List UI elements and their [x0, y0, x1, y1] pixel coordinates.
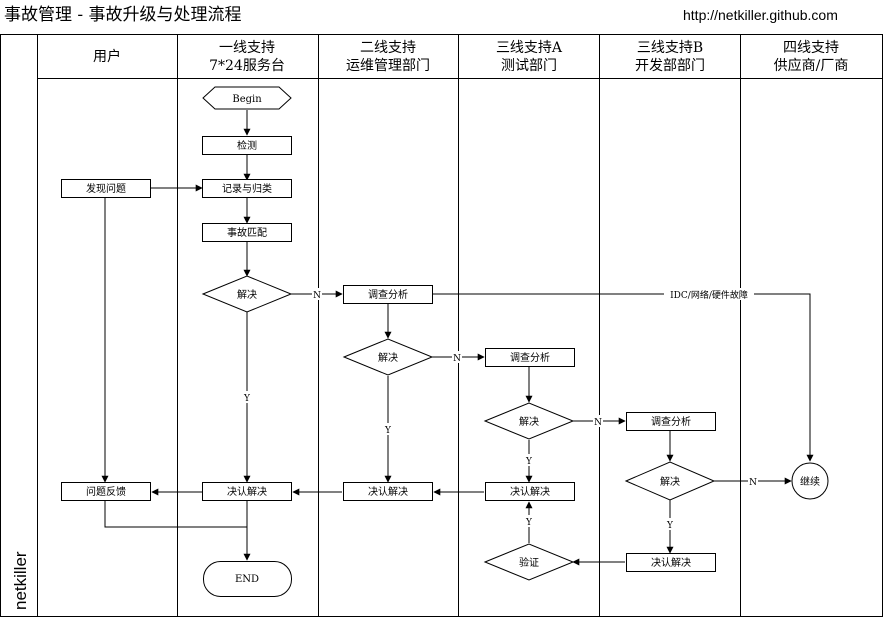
- edge-feedback-end: [104, 501, 247, 528]
- lane-headers: 用户 一线支持 7*24服务台 二线支持 运维管理部门 三线支持A 测试部门 三…: [93, 40, 848, 74]
- edge-labels: N N N N Y Y Y Y Y IDC/网络/硬件故障: [242, 288, 758, 531]
- lane-header-tier2: 二线支持: [360, 40, 416, 56]
- node-verify: 验证: [483, 543, 575, 581]
- lane-header-tier3a: 三线支持A: [496, 40, 563, 56]
- node-report: 发现问题: [61, 179, 151, 198]
- lane-header-tier2-sub: 运维管理部门: [346, 58, 430, 74]
- source-url: http://netkiller.github.com: [683, 7, 838, 23]
- node-feedback-label: 问题反馈: [86, 485, 126, 498]
- node-decide2: 解决: [342, 338, 434, 376]
- nodes: Begin 检测 发现问题 记录与归类 事故匹配 解决 调查分析: [61, 86, 829, 597]
- label-n-decide3a: N: [594, 418, 602, 428]
- node-confirm3a: 决认解决: [485, 482, 575, 501]
- node-decide1-label: 解决: [237, 288, 257, 301]
- node-analyze3a: 调查分析: [485, 348, 575, 367]
- swimlane-frame: [0, 34, 883, 617]
- node-decide3a-label: 解决: [519, 415, 539, 428]
- node-confirm2: 决认解决: [343, 482, 433, 501]
- label-y-decide3a: Y: [525, 457, 533, 467]
- edge-analyze2-continue: [433, 293, 814, 462]
- lane-header-tier4: 四线支持: [783, 40, 839, 56]
- node-decide3a: 解决: [483, 402, 575, 440]
- node-detect: 检测: [202, 136, 292, 155]
- node-match: 事故匹配: [202, 223, 292, 242]
- label-n-decide2: N: [453, 354, 461, 364]
- lane-header-user: 用户: [93, 48, 121, 65]
- node-decide3b-label: 解决: [660, 475, 680, 488]
- node-confirm3b: 决认解决: [626, 553, 716, 572]
- lane-header-tier1: 一线支持: [219, 40, 275, 56]
- node-continue-label: 继续: [800, 475, 820, 488]
- node-confirm1-label: 决认解决: [227, 485, 267, 498]
- node-analyze2-label: 调查分析: [368, 288, 408, 301]
- node-continue: 继续: [791, 462, 829, 500]
- label-y-decide1: Y: [243, 394, 251, 404]
- node-confirm3b-label: 决认解决: [651, 556, 691, 569]
- lane-header-tier3b-sub: 开发部部门: [635, 58, 705, 74]
- node-match-label: 事故匹配: [227, 226, 267, 239]
- node-decide2-label: 解决: [378, 351, 398, 364]
- label-y-verify: Y: [525, 518, 533, 528]
- label-y-decide2: Y: [384, 426, 392, 436]
- node-confirm1: 决认解决: [202, 482, 292, 501]
- node-analyze2: 调查分析: [343, 285, 433, 304]
- page-title: 事故管理 - 事故升级与处理流程: [4, 5, 242, 25]
- node-begin: Begin: [202, 86, 292, 110]
- node-record: 记录与归类: [202, 179, 292, 198]
- lane-header-tier4-sub: 供应商/厂商: [774, 57, 849, 74]
- node-confirm3a-label: 决认解决: [510, 485, 550, 498]
- node-feedback: 问题反馈: [61, 482, 151, 501]
- label-n-decide1: N: [313, 291, 321, 301]
- node-record-label: 记录与归类: [222, 182, 272, 195]
- node-verify-label: 验证: [519, 556, 539, 569]
- label-n-decide3b: N: [749, 478, 757, 488]
- node-analyze3b-label: 调查分析: [651, 415, 691, 428]
- side-label: netkiller: [11, 551, 30, 610]
- node-begin-label: Begin: [232, 94, 262, 105]
- node-end-label: END: [235, 574, 259, 585]
- lane-header-tier3b: 三线支持B: [637, 40, 703, 56]
- node-detect-label: 检测: [237, 139, 257, 152]
- label-y-decide3b: Y: [666, 521, 674, 531]
- label-hardware-fault: IDC/网络/硬件故障: [670, 289, 748, 301]
- node-confirm2-label: 决认解决: [368, 485, 408, 498]
- node-decide3b: 解决: [624, 461, 716, 501]
- node-analyze3b: 调查分析: [626, 412, 716, 431]
- node-decide1: 解决: [201, 275, 293, 313]
- node-end: END: [203, 561, 292, 597]
- node-report-label: 发现问题: [86, 182, 126, 195]
- lane-header-tier1-sub: 7*24服务台: [209, 58, 285, 74]
- node-analyze3a-label: 调查分析: [510, 351, 550, 364]
- lane-header-tier3a-sub: 测试部门: [501, 58, 557, 74]
